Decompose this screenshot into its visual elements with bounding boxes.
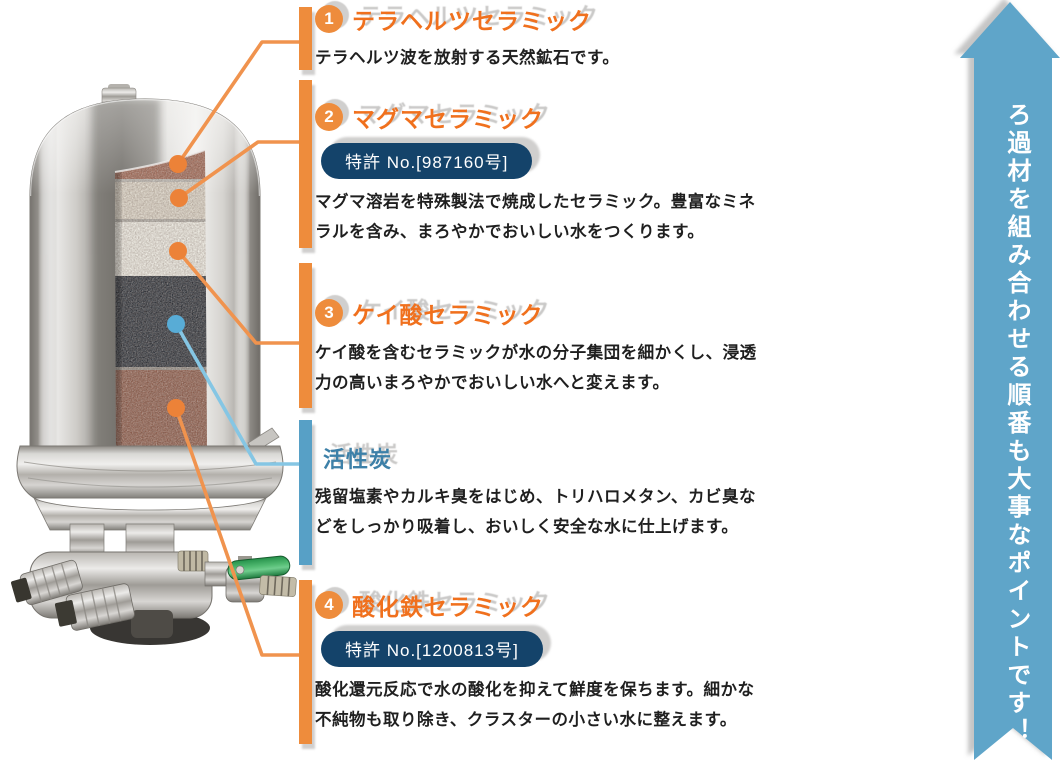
- section-silica: 3 ケイ酸セラミック ケイ酸を含むセラミックが水の分子集団を細かくし、浸透力の高…: [315, 296, 767, 398]
- patent-badge: 特許 No.[1200813号]: [321, 631, 543, 667]
- section-magma: 2 マグマセラミック 特許 No.[987160号] マグマ溶岩を特殊製法で焼成…: [315, 100, 767, 247]
- section-description: 酸化還元反応で水の酸化を抑えて鮮度を保ちます。細かな不純物も取り除き、クラスター…: [315, 681, 755, 729]
- section-bar-carbon: [299, 420, 312, 565]
- cutaway-window: [115, 150, 207, 449]
- section-terahertz: 1 テラヘルツセラミック テラヘルツ波を放射する天然鉱石です。: [315, 2, 767, 73]
- manifold-assembly: [11, 523, 297, 645]
- section-title: マグマセラミック: [352, 106, 544, 132]
- hose-barb-right: [259, 575, 297, 597]
- section-description: マグマ溶岩を特殊製法で焼成したセラミック。豊富なミネラルを含み、まろやかでおいし…: [315, 193, 756, 241]
- hex-plug-lower: [54, 583, 135, 631]
- hose-barb-upper: [177, 550, 209, 572]
- hex-plug-upper: [11, 559, 83, 606]
- step-number-badge: 2: [315, 103, 343, 131]
- device-photo: [11, 84, 297, 645]
- section-bar-4: [299, 580, 312, 744]
- section-description: テラヘルツ波を放射する天然鉱石です。: [315, 49, 620, 67]
- step-number-badge: 1: [315, 5, 343, 33]
- section-bar-3: [299, 263, 312, 408]
- step-number-badge: 3: [315, 299, 343, 327]
- section-description: 残留塩素やカルキ臭をはじめ、トリハロメタン、カビ臭などをしっかり吸着し、おいしく…: [315, 488, 757, 536]
- patent-badge: 特許 No.[987160号]: [321, 143, 533, 179]
- up-arrow-shape: [960, 2, 1060, 760]
- section-description: ケイ酸を含むセラミックが水の分子集団を細かくし、浸透力の高いまろやかでおいしい水…: [315, 344, 757, 392]
- section-title: 酸化鉄セラミック: [352, 594, 544, 620]
- section-bar-1: [299, 7, 312, 70]
- section-iron-oxide: 4 酸化鉄セラミック 特許 No.[1200813号] 酸化還元反応で水の酸化を…: [315, 588, 767, 735]
- arrow-caption: ろ過材を組み合わせる順番も大事なポイントです！: [1003, 102, 1030, 746]
- section-title: テラヘルツセラミック: [352, 8, 592, 34]
- section-carbon: 活性炭 残留塩素やカルキ臭をはじめ、トリハロメタン、カビ臭などをしっかり吸着し、…: [315, 442, 767, 542]
- section-bar-2: [299, 80, 312, 248]
- section-title: 活性炭: [323, 447, 393, 472]
- section-title: ケイ酸セラミック: [352, 302, 544, 328]
- order-arrow: [956, 0, 1061, 760]
- step-number-badge: 4: [315, 591, 343, 619]
